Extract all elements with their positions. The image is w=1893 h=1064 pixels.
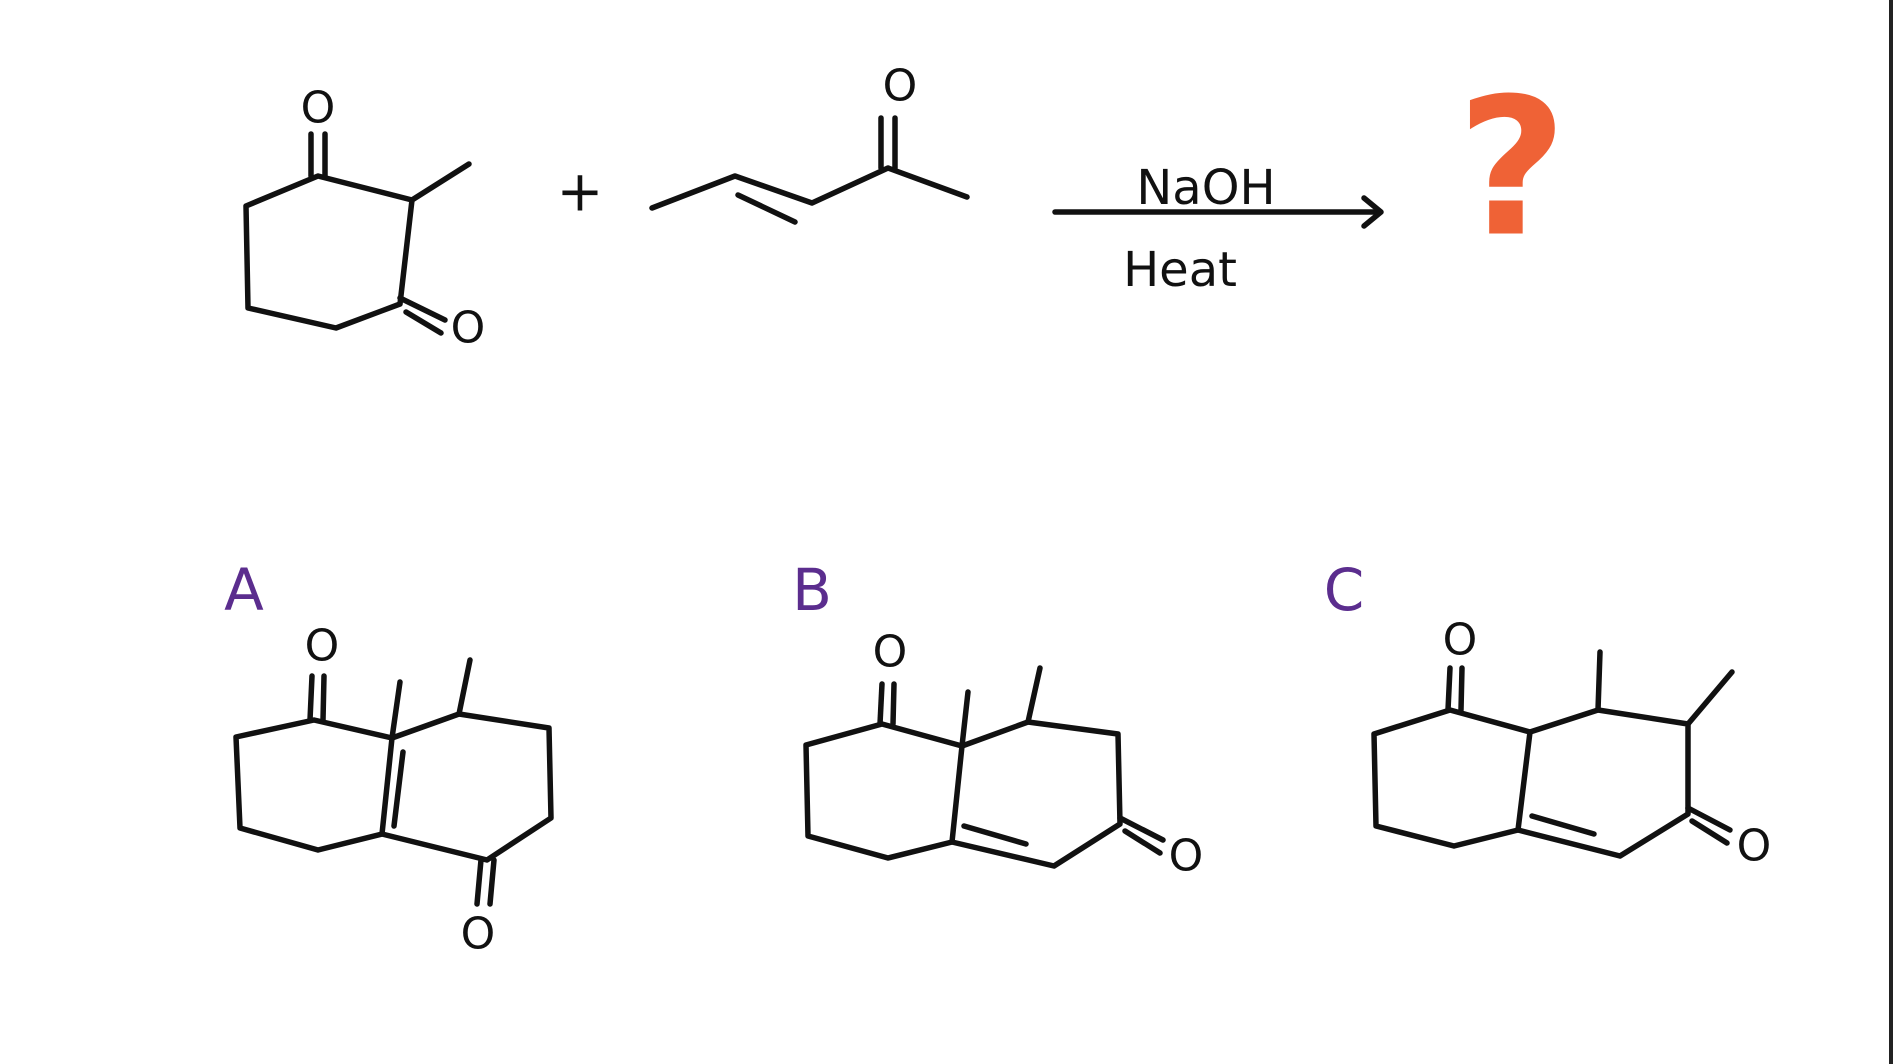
choice-a-carbonyl-top-bond-a xyxy=(307,673,315,723)
choice-c-alkene-second-bond xyxy=(1529,813,1597,837)
choice-c-carbonyl-top-bond-a xyxy=(1445,665,1453,713)
right-edge-border xyxy=(1889,0,1893,1064)
choice-b-alkene-second-bond xyxy=(961,823,1029,847)
reaction-arrow-head xyxy=(1361,195,1384,229)
choice-c-right-ring xyxy=(1515,707,1691,859)
choice-a-right-ring xyxy=(379,711,554,863)
reactant1-carbonyl-bottom-bond-b xyxy=(403,309,444,336)
choice-c-left-ring xyxy=(1371,707,1533,849)
choice-b-right-ring xyxy=(949,719,1123,869)
reactant2-oxygen: O xyxy=(883,61,918,112)
reactant1-ring-bonds xyxy=(243,173,415,331)
choice-c-label: C xyxy=(1324,556,1365,624)
choice-c-methyl-right-bond xyxy=(1685,669,1735,727)
reactant2-alkene-second-bond xyxy=(735,192,798,225)
choice-c-oxygen-top: O xyxy=(1443,615,1478,666)
reagent-naoh: NaOH xyxy=(1136,160,1275,216)
reactant1-methyl-bond xyxy=(409,161,472,203)
choice-c-methyl-top-bond xyxy=(1595,649,1603,713)
product-question-mark: ? xyxy=(1457,58,1567,279)
reactant1-oxygen-bottom: O xyxy=(451,303,486,354)
choice-b-methyl-fusion-bond xyxy=(959,689,971,749)
choice-a-oxygen-bottom: O xyxy=(461,909,496,960)
choice-b[interactable]: B O O xyxy=(792,556,1203,882)
choice-a-ring-fusion-alkene-bond xyxy=(391,749,406,829)
choice-a-carbonyl-bottom-bond-b xyxy=(487,857,497,907)
reactant-pentenone: O xyxy=(649,61,970,225)
choice-b-oxygen-top: O xyxy=(873,627,908,678)
choice-b-left-ring xyxy=(803,721,965,861)
choice-a-oxygen-top: O xyxy=(305,621,340,672)
choice-b-carbonyl-top-bond-a xyxy=(877,681,885,727)
choice-c-carbonyl-top-bond-b xyxy=(1458,665,1465,713)
choice-a-carbonyl-bottom-bond-a xyxy=(474,857,484,907)
choice-b-carbonyl-right-bond-b xyxy=(1122,828,1163,856)
choice-a[interactable]: A O O xyxy=(224,556,554,960)
reagent-heat: Heat xyxy=(1123,242,1237,298)
choice-a-methyl-fusion-bond xyxy=(389,679,403,741)
reaction-arrow xyxy=(1052,195,1384,229)
reactant1-carbonyl-bottom-bond-a xyxy=(397,295,448,323)
reactant2-chain-bonds xyxy=(649,165,970,211)
choice-c-carbonyl-right-bond-a xyxy=(1685,805,1733,833)
plus-sign: + xyxy=(557,160,604,225)
choice-b-label: B xyxy=(792,556,832,624)
choice-c-carbonyl-right-bond-b xyxy=(1689,818,1730,846)
reactant1-oxygen-top: O xyxy=(301,83,336,134)
choice-a-carbonyl-top-bond-b xyxy=(320,673,327,723)
choice-b-methyl-top-bond xyxy=(1025,665,1043,725)
choice-a-label: A xyxy=(224,556,264,624)
choice-b-carbonyl-right-bond-a xyxy=(1117,815,1166,843)
choice-a-methyl-top-bond xyxy=(456,657,473,717)
choice-a-left-ring xyxy=(233,717,395,853)
reactant-cyclohexanedione: O O xyxy=(243,83,486,354)
choice-c[interactable]: C O O xyxy=(1324,556,1772,872)
choice-c-oxygen-right: O xyxy=(1737,821,1772,872)
choice-b-oxygen-right: O xyxy=(1169,831,1204,882)
choice-b-carbonyl-top-bond-b xyxy=(890,681,897,727)
